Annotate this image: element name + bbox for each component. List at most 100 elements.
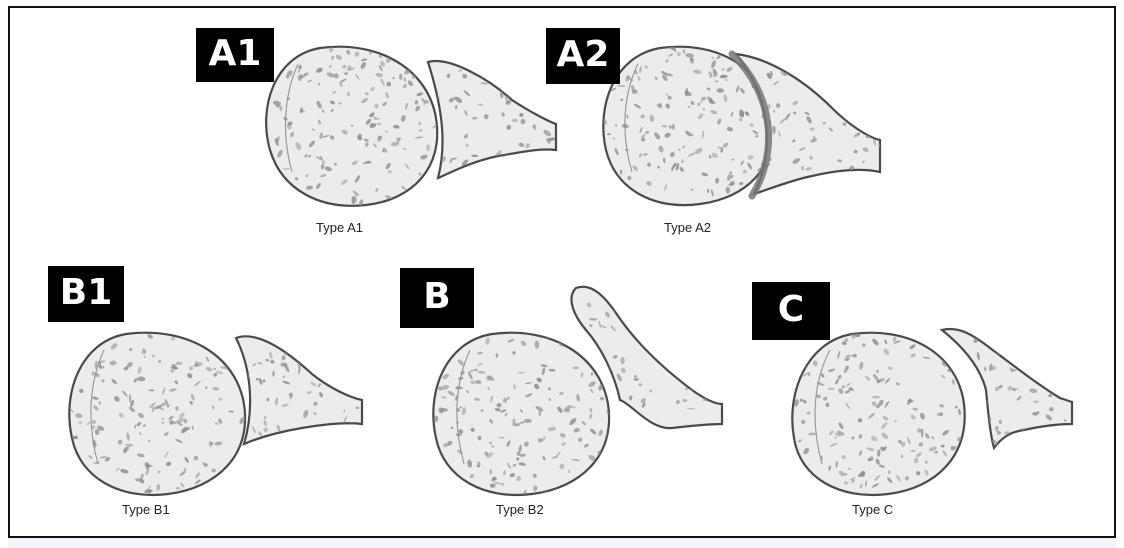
trabecular-pore	[682, 375, 690, 380]
trabecular-pore	[325, 374, 330, 379]
trabecular-pore	[822, 63, 827, 69]
trabecular-pore	[542, 85, 548, 92]
trabecular-pore	[679, 332, 688, 338]
trabecular-pore	[1018, 331, 1023, 336]
trabecular-pore	[520, 86, 524, 91]
caption-type-b2: Type B2	[496, 502, 544, 517]
trabecular-pore	[1063, 391, 1069, 400]
trabecular-pore	[1012, 349, 1017, 355]
trabecular-pore	[623, 429, 627, 433]
trabecular-pore	[502, 66, 510, 73]
trabecular-pore	[1010, 337, 1016, 346]
trabecular-pore	[611, 402, 614, 407]
trabecular-pore	[844, 175, 847, 178]
trabecular-pore	[510, 86, 514, 90]
trabecular-pore	[1022, 343, 1027, 347]
trabecular-pore	[312, 366, 317, 374]
trabecular-pore	[674, 347, 679, 354]
trabecular-pore	[646, 431, 651, 438]
trabecular-pore	[295, 350, 302, 359]
trabecular-pore	[1009, 343, 1014, 347]
trabecular-pore	[226, 356, 234, 365]
trabecular-pore	[374, 104, 378, 109]
trabecular-pore	[304, 351, 311, 356]
trabecular-pore	[516, 61, 523, 68]
trabecular-pore	[313, 431, 320, 436]
badge-b1: B1	[48, 266, 124, 322]
trabecular-pore	[817, 67, 823, 75]
trabecular-pore	[490, 61, 494, 66]
trabecular-pore	[666, 287, 669, 295]
trabecular-pore	[238, 378, 244, 381]
trabecular-pore	[326, 341, 331, 345]
trabecular-pore	[535, 83, 538, 87]
trabecular-pore	[299, 432, 305, 437]
trabecular-pore	[967, 381, 972, 386]
trabecular-pore	[846, 182, 851, 187]
trabecular-pore	[326, 372, 332, 380]
trabecular-pore	[1021, 332, 1030, 336]
trabecular-pore	[992, 344, 998, 347]
trabecular-pore	[862, 344, 865, 347]
trabecular-pore	[522, 67, 524, 72]
trabecular-pore	[637, 292, 642, 297]
trabecular-pore	[521, 159, 525, 164]
trabecular-pore	[324, 427, 330, 435]
trabecular-pore	[996, 336, 999, 340]
trabecular-pore	[529, 160, 533, 165]
trabecular-pore	[632, 325, 638, 331]
b2-femoral-head	[433, 333, 609, 495]
trabecular-pore	[520, 90, 528, 98]
trabecular-pore	[622, 316, 631, 320]
panel-c-art	[792, 325, 1077, 495]
trabecular-pore	[309, 441, 315, 449]
trabecular-pore	[707, 354, 710, 362]
trabecular-pore	[538, 90, 545, 95]
trabecular-pore	[863, 96, 871, 98]
panel-a1-art	[266, 44, 556, 207]
trabecular-pore	[1030, 439, 1038, 446]
trabecular-pore	[1072, 394, 1076, 397]
trabecular-pore	[698, 375, 701, 379]
trabecular-pore	[1013, 350, 1017, 354]
trabecular-pore	[858, 90, 867, 97]
trabecular-pore	[504, 73, 509, 82]
trabecular-pore	[632, 430, 638, 439]
trabecular-pore	[796, 189, 801, 194]
trabecular-pore	[692, 353, 696, 359]
trabecular-pore	[983, 432, 990, 438]
trabecular-pore	[319, 343, 328, 352]
trabecular-pore	[351, 196, 355, 204]
trabecular-pore	[641, 337, 647, 343]
trabecular-pore	[310, 351, 316, 357]
trabecular-pore	[1068, 364, 1072, 367]
badge-a1: A1	[196, 28, 274, 82]
a1-femoral-neck	[428, 61, 556, 178]
trabecular-pore	[812, 58, 816, 67]
trabecular-pore	[848, 108, 852, 112]
trabecular-pore	[551, 334, 555, 338]
trabecular-pore	[910, 450, 915, 452]
trabecular-pore	[619, 310, 623, 314]
trabecular-pore	[1018, 435, 1025, 440]
panel-b1-art	[69, 327, 366, 495]
trabecular-pore	[801, 166, 804, 171]
trabecular-pore	[494, 72, 500, 79]
trabecular-pore	[320, 440, 323, 444]
trabecular-pore	[970, 415, 977, 420]
trabecular-pore	[1055, 373, 1061, 381]
trabecular-pore	[1055, 389, 1059, 393]
trabecular-pore	[641, 322, 648, 329]
trabecular-pore	[468, 63, 472, 67]
trabecular-pore	[485, 67, 490, 73]
trabecular-pore	[951, 354, 957, 358]
trabecular-pore	[995, 328, 999, 332]
caption-type-a1: Type A1	[316, 220, 363, 235]
trabecular-pore	[609, 393, 616, 398]
caption-type-a2: Type A2	[664, 220, 711, 235]
trabecular-pore	[620, 170, 622, 175]
trabecular-pore	[268, 439, 275, 444]
trabecular-pore	[804, 185, 811, 192]
trabecular-pore	[821, 66, 829, 75]
trabecular-pore	[800, 67, 804, 72]
